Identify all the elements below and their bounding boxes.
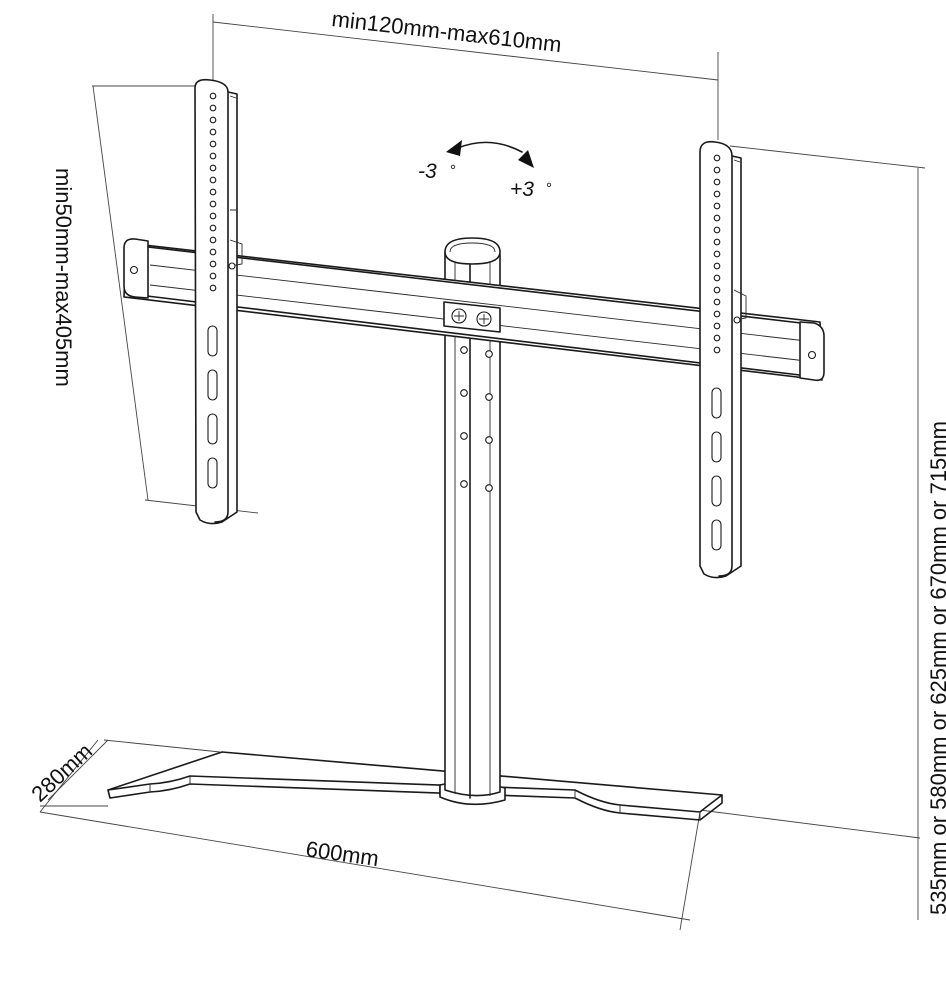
tilt-plus-degree: ° — [546, 180, 552, 197]
total-height-label: 535mm or 580mm or 625mm or 670mm or 715m… — [926, 421, 946, 915]
column-height-holes — [460, 346, 493, 492]
base-width-label: 600mm — [304, 836, 380, 871]
tilt-minus-degree: ° — [450, 162, 456, 179]
dim-extension-total-bottom — [699, 809, 921, 839]
base-plate — [107, 751, 723, 821]
dim-extension-total-top — [729, 145, 926, 169]
right-bracket-holes — [713, 154, 721, 354]
right-bracket-slots — [711, 387, 722, 551]
tilt-plus-label: +3 — [510, 178, 534, 201]
dim-extension-depth-top — [103, 739, 221, 753]
tilt-minus-label: -3 — [418, 160, 437, 183]
left-vesa-bracket — [194, 78, 243, 525]
base-depth-label: 280mm — [26, 738, 97, 806]
tilt-arrow-left-head — [446, 140, 462, 156]
dimension-lines — [39, 14, 926, 931]
right-vesa-bracket — [699, 140, 747, 579]
left-bracket-slots — [207, 325, 218, 489]
dim-line-base-width — [39, 811, 691, 921]
vesa-height-label: min50mm-max405mm — [51, 168, 76, 387]
dim-extension-width-left — [39, 739, 99, 813]
dim-line-width — [212, 21, 719, 81]
dim-line-height — [92, 85, 149, 501]
center-clamp — [443, 301, 501, 333]
tilt-arrow — [446, 140, 534, 168]
horizontal-crossbar — [123, 238, 825, 382]
dim-extension-width-right — [679, 811, 701, 931]
vesa-width-label: min120mm-max610mm — [330, 6, 562, 57]
center-column — [439, 237, 506, 806]
tilt-arrow-right-head — [518, 150, 534, 168]
left-bracket-holes — [209, 92, 217, 292]
